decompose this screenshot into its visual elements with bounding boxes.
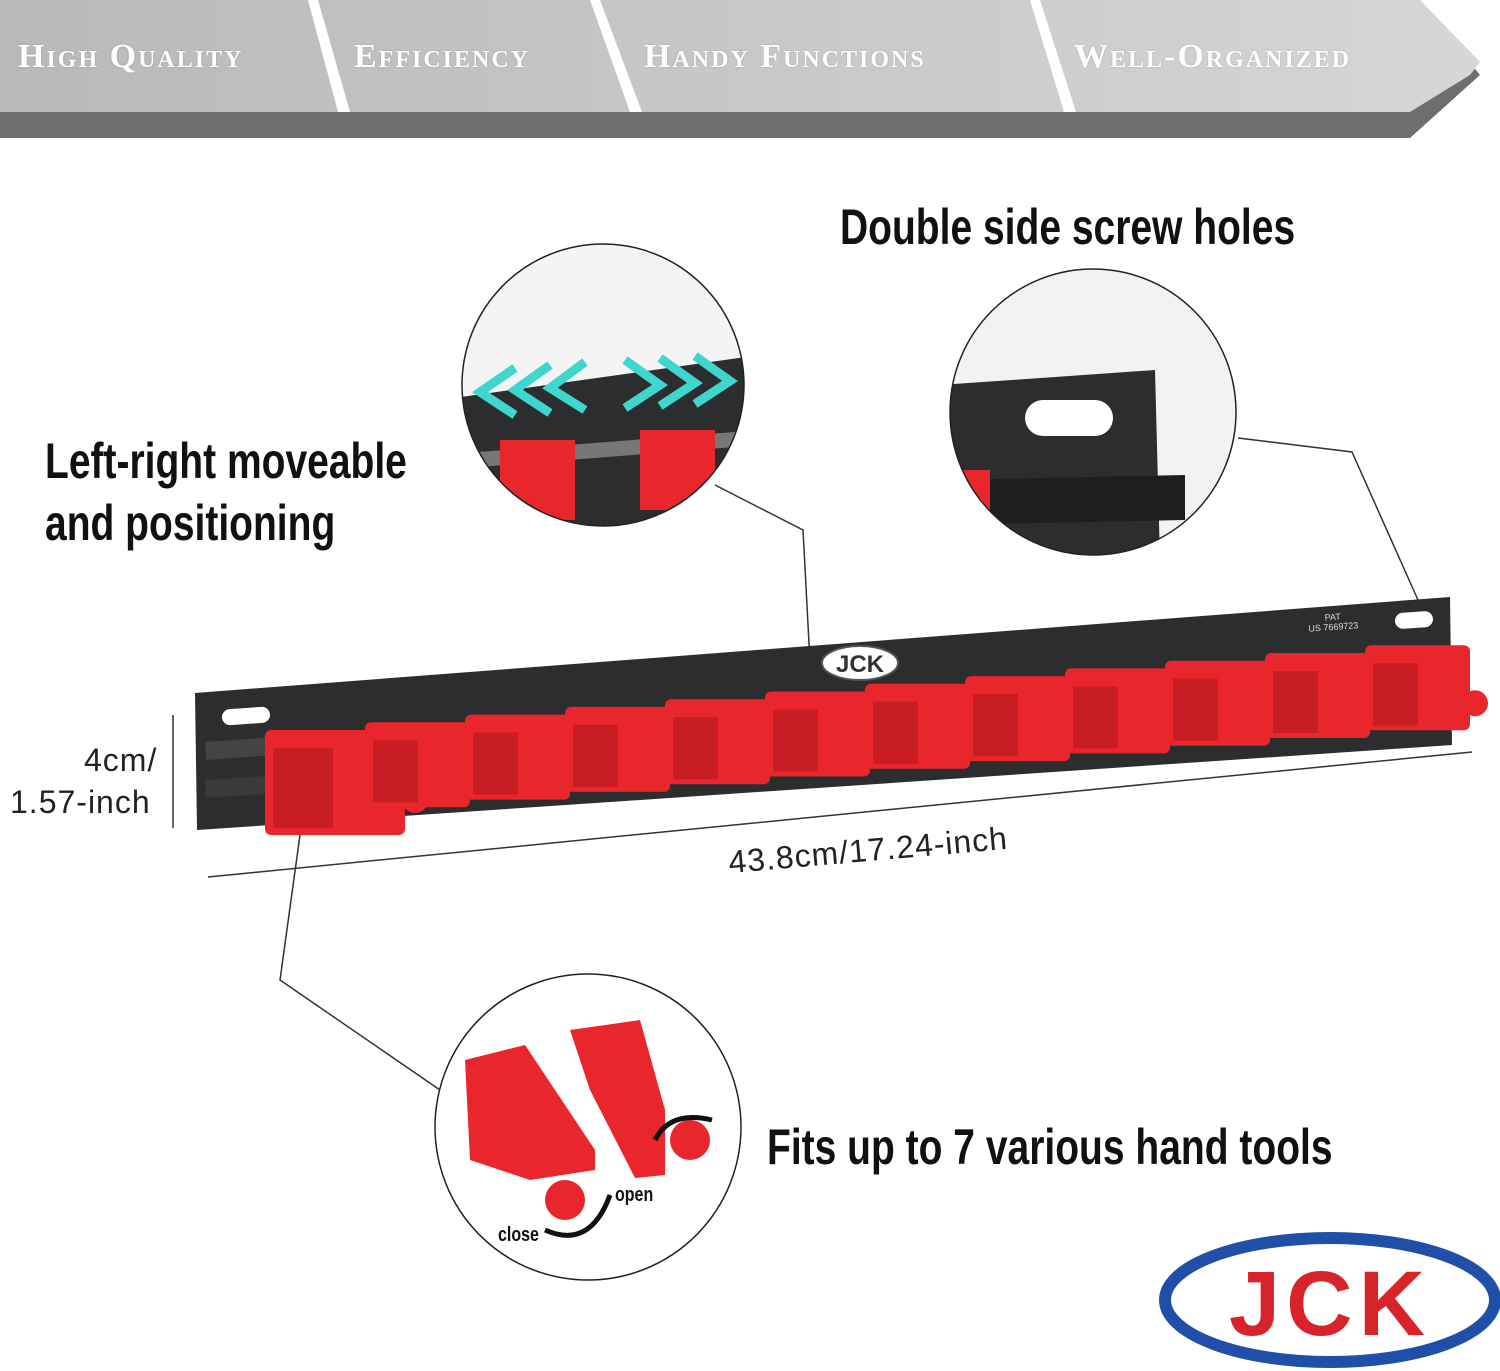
close-label: close: [498, 1224, 539, 1246]
callout-fits: Fits up to 7 various hand tools: [767, 1119, 1333, 1175]
tool-rail: [195, 597, 1488, 835]
jck-logo: JCK: [1159, 1232, 1500, 1368]
banner-item-high-quality: High Quality: [18, 38, 244, 75]
svg-text:JCK: JCK: [836, 651, 885, 678]
height-dimension-line2: 1.57-inch: [10, 784, 151, 820]
callout-moveable-line2: and positioning: [45, 495, 336, 551]
banner: [0, 0, 1480, 138]
tool-clip: [665, 699, 788, 785]
detail-circle-screw-holes: [949, 268, 1237, 556]
leader-lines: [172, 437, 1473, 1091]
open-label: open: [615, 1184, 654, 1206]
svg-text:JCK: JCK: [1229, 1253, 1431, 1355]
left-right-arrows-icon: [471, 352, 738, 419]
banner-item-efficiency: Efficiency: [354, 38, 531, 75]
tool-clip: [565, 706, 688, 792]
detail-circle-moveable: [461, 243, 745, 527]
tool-clip: [1165, 660, 1288, 746]
banner-item-handy-functions: Handy Functions: [644, 38, 926, 75]
callout-moveable-line1: Left-right moveable: [45, 433, 407, 489]
tool-clip: [865, 683, 988, 769]
callout-screw-holes: Double side screw holes: [840, 199, 1296, 255]
height-dimension-line1: 4cm/: [84, 742, 158, 778]
tool-clip: [1365, 645, 1488, 731]
detail-circle-clip: [434, 973, 742, 1281]
tool-clip: [1265, 653, 1388, 738]
banner-item-well-organized: Well-Organized: [1074, 38, 1352, 75]
rail-brand-logo: JCK: [821, 645, 899, 681]
